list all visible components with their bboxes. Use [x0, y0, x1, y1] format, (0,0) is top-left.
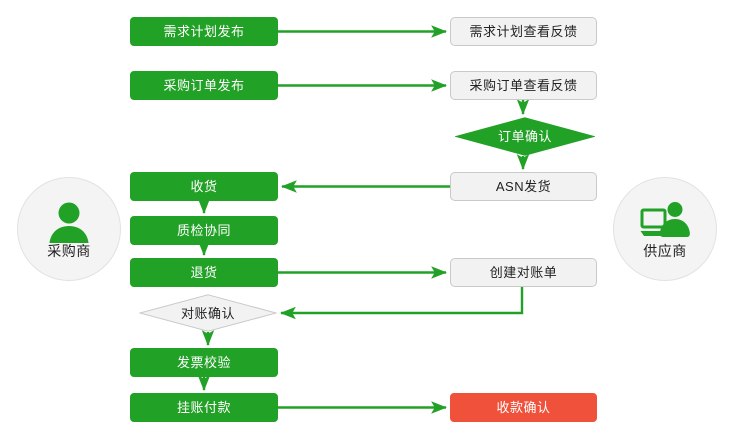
node-pending-payment[interactable]: 挂账付款 — [130, 393, 278, 422]
node-quality-collaboration[interactable]: 质检协同 — [130, 216, 278, 245]
node-po-feedback[interactable]: 采购订单查看反馈 — [450, 71, 597, 100]
node-po-publish[interactable]: 采购订单发布 — [130, 71, 278, 100]
node-create-statement[interactable]: 创建对账单 — [450, 258, 597, 287]
node-demand-plan-publish[interactable]: 需求计划发布 — [130, 17, 278, 46]
node-order-confirm-label: 订单确认 — [497, 129, 552, 144]
node-demand-plan-feedback[interactable]: 需求计划查看反馈 — [450, 17, 597, 46]
node-statement-confirm-label: 对账确认 — [180, 305, 235, 321]
node-return-goods[interactable]: 退货 — [130, 258, 278, 287]
node-statement-confirm[interactable]: 对账确认 — [139, 294, 277, 332]
node-order-confirm[interactable]: 订单确认 — [455, 117, 595, 156]
diamond-shape-order-confirm — [455, 117, 595, 156]
node-receipt-confirm[interactable]: 收款确认 — [450, 393, 597, 422]
person-at-computer-icon — [640, 201, 690, 237]
actor-buyer[interactable]: 采购商 — [17, 177, 121, 281]
diamond-shape-statement-confirm — [139, 294, 277, 332]
actor-supplier-label: 供应商 — [643, 242, 687, 259]
node-asn-shipment[interactable]: ASN发货 — [450, 172, 597, 201]
node-goods-receipt[interactable]: 收货 — [130, 172, 278, 201]
edge-create-statement-to-statement-confirm — [280, 287, 524, 320]
person-icon — [49, 202, 89, 243]
actor-buyer-label: 采购商 — [47, 242, 91, 259]
node-invoice-verification[interactable]: 发票校验 — [130, 348, 278, 377]
actor-supplier[interactable]: 供应商 — [613, 177, 717, 281]
